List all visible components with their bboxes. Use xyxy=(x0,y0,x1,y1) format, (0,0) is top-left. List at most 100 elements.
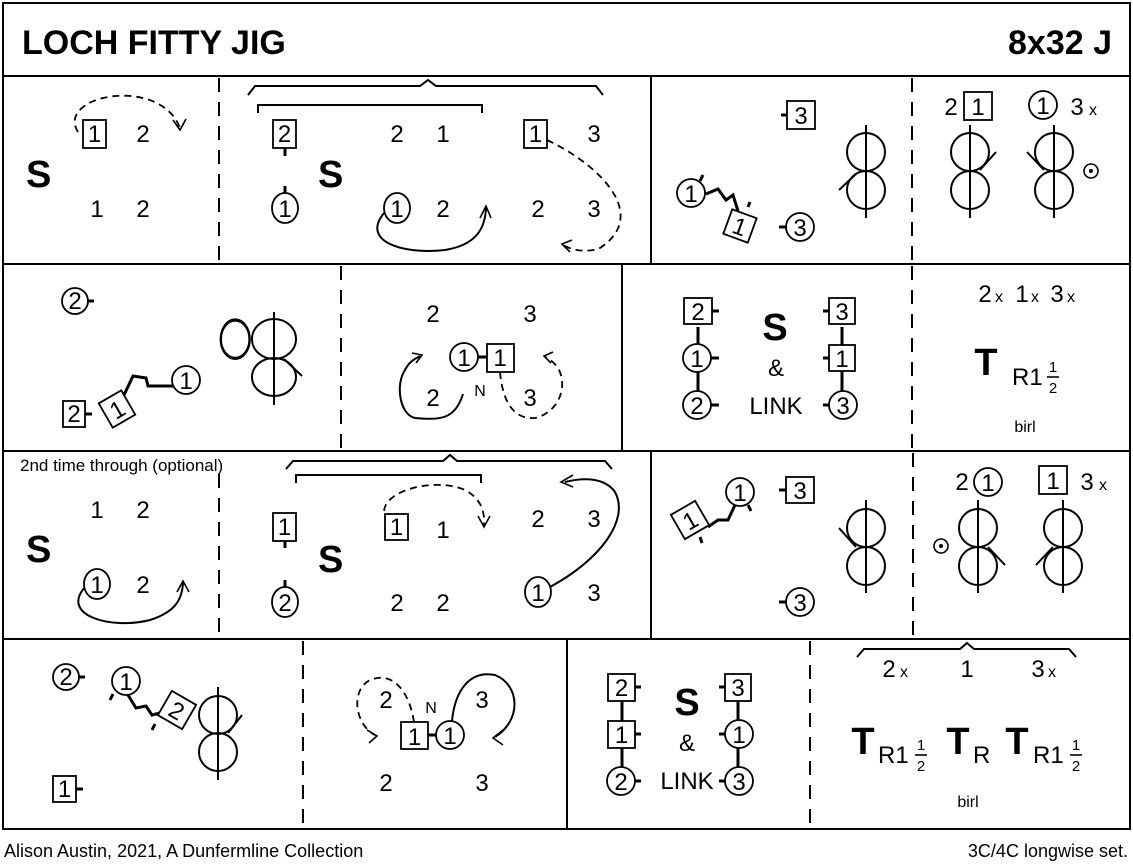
set-type-text: 3C/4C longwise set. xyxy=(968,841,1128,861)
woman-circle xyxy=(111,666,141,696)
allemande-hands xyxy=(705,187,740,212)
dancer-label: 1 xyxy=(90,196,103,223)
dancer-label: 1 xyxy=(436,121,449,148)
dancer-label: 3 xyxy=(793,590,806,617)
position-dot-icon xyxy=(933,538,949,554)
row1-cell4: 2 1 1 3 x xyxy=(944,90,1099,218)
dancer-label: 2 xyxy=(615,675,628,702)
allemande-hands xyxy=(707,504,737,529)
dancer-label: 1 xyxy=(971,94,984,121)
dancer-label: 3 xyxy=(1070,94,1083,121)
woman-circle xyxy=(828,390,858,420)
woman-circle xyxy=(83,568,111,600)
woman-circle xyxy=(676,178,706,208)
dancer-label: 1 xyxy=(1036,93,1049,120)
dancer-label: 2 xyxy=(955,469,968,496)
dancer-label: 2 xyxy=(379,770,392,797)
curved-path-arrow xyxy=(549,478,620,588)
dancer-label: 2 xyxy=(426,385,439,412)
reel-icon xyxy=(1035,500,1083,593)
dance-title: LOCH FITTY JIG xyxy=(22,24,286,62)
arrowhead-icon xyxy=(491,729,504,746)
dancer-label: 2 xyxy=(379,687,392,714)
crossed-marker: x xyxy=(995,289,1003,306)
setting-symbol: S xyxy=(26,154,51,196)
man-box xyxy=(82,119,107,149)
dancer-label: 1 xyxy=(1046,468,1059,495)
man-box xyxy=(828,297,856,325)
crossed-marker: x xyxy=(1031,289,1039,306)
row4-cell3: 2 1 2 S & LINK 3 1 3 xyxy=(606,673,754,796)
reel-icon xyxy=(950,125,997,218)
man-box xyxy=(963,91,993,121)
dancer-label: 2 xyxy=(278,121,291,148)
woman-circle xyxy=(785,587,815,617)
turn-direction: R1 xyxy=(878,742,909,769)
dashed-path-arrow xyxy=(499,356,563,419)
reel-of-three-icon xyxy=(838,125,886,218)
optional-caption: 2nd time through (optional) xyxy=(20,456,223,475)
dancer-label: 1 xyxy=(981,470,994,497)
dancer-label: 2 xyxy=(136,196,149,223)
dancer-label: 1 xyxy=(493,345,506,372)
allemande-hands xyxy=(126,694,161,717)
woman-circle xyxy=(785,212,815,242)
dancer-label: 1 xyxy=(457,345,470,372)
dancer-label: 2 xyxy=(531,196,544,223)
reel-of-three-icon xyxy=(838,500,886,593)
bracket xyxy=(257,104,483,113)
dancer-label: 1 xyxy=(58,776,71,803)
fraction-denominator: 2 xyxy=(1072,758,1080,775)
setting-symbol: S xyxy=(762,307,787,349)
row4-cell4: 2 x 1 3 x T R1 1 2 T R T R1 1 2 birl xyxy=(851,641,1082,811)
dancer-label: 3 xyxy=(732,769,745,796)
man-box xyxy=(669,499,711,541)
arrowhead-icon xyxy=(542,351,554,364)
link-label: LINK xyxy=(660,768,713,795)
row1-cell2: S 2 1 2 1 1 2 1 3 2 3 xyxy=(247,78,622,253)
reel-of-three-icon xyxy=(251,312,303,405)
fraction-numerator: 1 xyxy=(1072,737,1080,754)
bracket xyxy=(856,641,1077,658)
dashed-path-arrow xyxy=(74,94,181,133)
bracket xyxy=(285,453,613,470)
man-box xyxy=(156,689,198,731)
dancer-label: 2 xyxy=(59,664,72,691)
dancer-label: 2 xyxy=(614,769,627,796)
turn-symbol: T xyxy=(974,342,997,384)
arrowhead-icon xyxy=(172,118,187,132)
dance-format: 8x32 J xyxy=(1008,24,1112,62)
man-box xyxy=(384,513,409,541)
dancer-label: 3 xyxy=(835,299,848,326)
reel-icon xyxy=(219,318,251,361)
row3-cell2: 1 2 S 1 1 2 2 2 3 1 3 xyxy=(271,453,620,618)
turn-symbol: T xyxy=(851,721,874,763)
woman-circle xyxy=(435,720,465,750)
position-dot-icon xyxy=(1083,163,1099,179)
nearer-hand-label: N xyxy=(474,383,486,400)
woman-circle xyxy=(724,719,754,749)
man-box xyxy=(785,476,815,504)
dancer-label: 1 xyxy=(684,181,697,208)
woman-circle xyxy=(524,576,552,608)
dancer-label: 1 xyxy=(179,368,192,395)
turn-direction: R1 xyxy=(1033,742,1064,769)
dancer-label: 3 xyxy=(475,687,488,714)
dancer-label: 3 xyxy=(475,770,488,797)
dancer-label: 3 xyxy=(523,385,536,412)
dancer-label: 2 xyxy=(690,393,703,420)
birl-note: birl xyxy=(1014,419,1035,436)
dancer-label: 1 xyxy=(390,514,403,541)
row1-cell3: 3 1 1 3 xyxy=(676,100,886,244)
link-label: LINK xyxy=(749,393,802,420)
dancer-label: 3 xyxy=(1080,469,1093,496)
arrowhead-icon xyxy=(477,515,491,529)
woman-circle xyxy=(171,365,201,395)
dancer-label: 3 xyxy=(587,121,600,148)
row3-cell3: 1 1 3 3 xyxy=(669,476,886,617)
dancer-label: 2 xyxy=(531,506,544,533)
dancer-label: 1 xyxy=(615,722,628,749)
row1-cell1: S 1 2 1 2 xyxy=(26,94,187,223)
dancer-label: 2 xyxy=(978,281,991,308)
